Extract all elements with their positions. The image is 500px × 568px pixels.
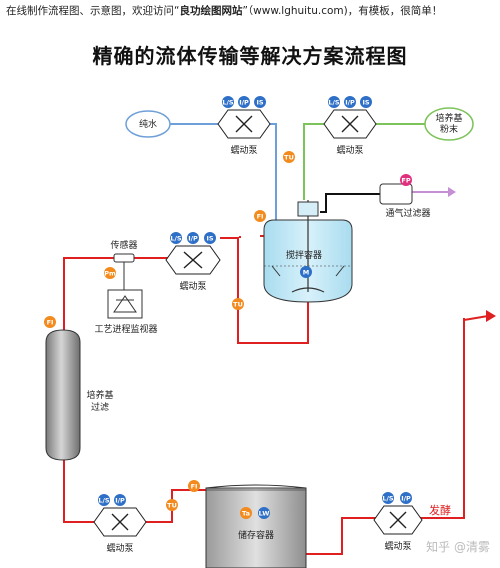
is-badge <box>204 232 216 244</box>
svg-text:FP: FP <box>401 177 410 185</box>
top-note-site: 良功绘图网站 <box>179 5 243 17</box>
svg-text:FI: FI <box>47 319 54 327</box>
air-filter-label: 通气过滤器 <box>385 207 430 219</box>
top-note-prefix: 在线制作流程图、示意图，欢迎访问“ <box>6 5 180 17</box>
svg-text:I/P: I/P <box>401 495 411 503</box>
svg-text:I/P: I/P <box>188 235 198 243</box>
pump-powder-label: 蠕动泵 <box>336 145 363 156</box>
tu-badge-middle <box>232 298 244 310</box>
ip-badge <box>344 96 356 108</box>
pm-badge <box>104 267 116 279</box>
fermentation-arrow <box>463 310 496 322</box>
svg-text:TU: TU <box>284 154 294 162</box>
svg-text:I/P: I/P <box>239 99 249 107</box>
mixing-vessel[interactable]: M 搅拌容器 <box>263 200 353 303</box>
powder-line <box>303 123 428 200</box>
storage-vessel-label: 储存容器 <box>238 529 274 541</box>
svg-text:Pm: Pm <box>104 270 116 278</box>
fi-badge-vessel <box>254 210 266 222</box>
lw-badge <box>258 507 270 519</box>
svg-text:IS: IS <box>206 235 213 243</box>
svg-text:L/S: L/S <box>170 235 182 243</box>
svg-text:L/S: L/S <box>98 497 110 505</box>
pump-middle-label: 蠕动泵 <box>179 281 206 292</box>
watermark: 知乎 @清雾 <box>426 540 490 554</box>
ls-badge <box>328 96 340 108</box>
ls-badge <box>382 492 394 504</box>
top-note: 在线制作流程图、示意图，欢迎访问“良功绘图网站”（www.lghuitu.com… <box>6 3 442 18</box>
medium-filter-label-1: 培养基 <box>86 389 113 401</box>
pump-bottom-left-label: 蠕动泵 <box>106 543 133 554</box>
svg-text:粉末: 粉末 <box>440 123 458 135</box>
svg-text:IS: IS <box>256 99 263 107</box>
pump-bottom-right[interactable]: L/S I/P 蠕动泵 <box>373 492 423 552</box>
svg-text:TU: TU <box>167 502 177 510</box>
ip-badge <box>238 96 250 108</box>
ip-badge <box>400 492 412 504</box>
tu-badge-top <box>283 151 295 163</box>
svg-text:Ta: Ta <box>242 510 250 518</box>
ip-badge <box>114 494 126 506</box>
sensor: 传感器 Pm <box>104 239 138 290</box>
pump-bottom-right-label: 蠕动泵 <box>384 541 411 552</box>
svg-text:L/S: L/S <box>382 495 394 503</box>
pure-water-source: 纯水 <box>125 110 171 138</box>
air-line <box>320 193 380 213</box>
medium-filter-label-2: 过滤 <box>91 401 109 413</box>
svg-text:M: M <box>303 269 309 277</box>
svg-text:I/P: I/P <box>345 99 355 107</box>
mixing-vessel-label: 搅拌容器 <box>286 249 322 261</box>
diagram-title: 精确的流体传输等解决方案流程图 <box>92 44 408 68</box>
ta-badge <box>240 507 252 519</box>
svg-text:IS: IS <box>362 99 369 107</box>
motor-badge <box>300 266 312 278</box>
ls-badge <box>222 96 234 108</box>
pump-middle[interactable]: L/S I/P IS 蠕动泵 <box>165 232 221 292</box>
pump-powder[interactable]: L/S I/P IS 蠕动泵 <box>323 96 377 156</box>
ls-badge <box>98 494 110 506</box>
svg-text:L/S: L/S <box>222 99 234 107</box>
tu-badge-bottom <box>166 499 178 511</box>
fi-badge-left <box>44 316 56 328</box>
svg-text:LW: LW <box>259 510 270 518</box>
top-note-suffix: ”（www.lghuitu.com)，有模板，很简单！ <box>242 5 443 17</box>
vent-arrow <box>412 187 456 197</box>
ls-badge <box>170 232 182 244</box>
svg-text:培养基: 培养基 <box>435 112 462 124</box>
svg-text:TU: TU <box>233 301 243 309</box>
storage-vessel[interactable]: Ta LW 储存容器 <box>205 484 307 568</box>
pump-water[interactable]: L/S I/P IS 蠕动泵 <box>217 96 271 156</box>
pump-water-label: 蠕动泵 <box>230 145 257 156</box>
svg-text:FI: FI <box>257 213 264 221</box>
powder-source: 培养基 粉末 <box>424 107 474 141</box>
is-badge <box>360 96 372 108</box>
svg-text:L/S: L/S <box>328 99 340 107</box>
ip-badge <box>187 232 199 244</box>
process-monitor[interactable]: 工艺进程监视器 <box>94 289 158 335</box>
svg-text:纯水: 纯水 <box>139 118 157 130</box>
pump-bottom-left[interactable]: L/S I/P 蠕动泵 <box>93 494 147 554</box>
fermentation-label: 发酵 <box>429 503 451 517</box>
svg-text:I/P: I/P <box>115 497 125 505</box>
process-monitor-label: 工艺进程监视器 <box>94 323 157 335</box>
is-badge <box>254 96 266 108</box>
svg-text:FI: FI <box>191 483 198 491</box>
air-filter[interactable]: FP 通气过滤器 <box>379 174 431 219</box>
fi-badge-bottom <box>188 480 200 492</box>
fp-badge <box>400 174 412 186</box>
medium-filter[interactable]: 培养基 过滤 <box>45 329 114 461</box>
sensor-label: 传感器 <box>110 239 137 251</box>
